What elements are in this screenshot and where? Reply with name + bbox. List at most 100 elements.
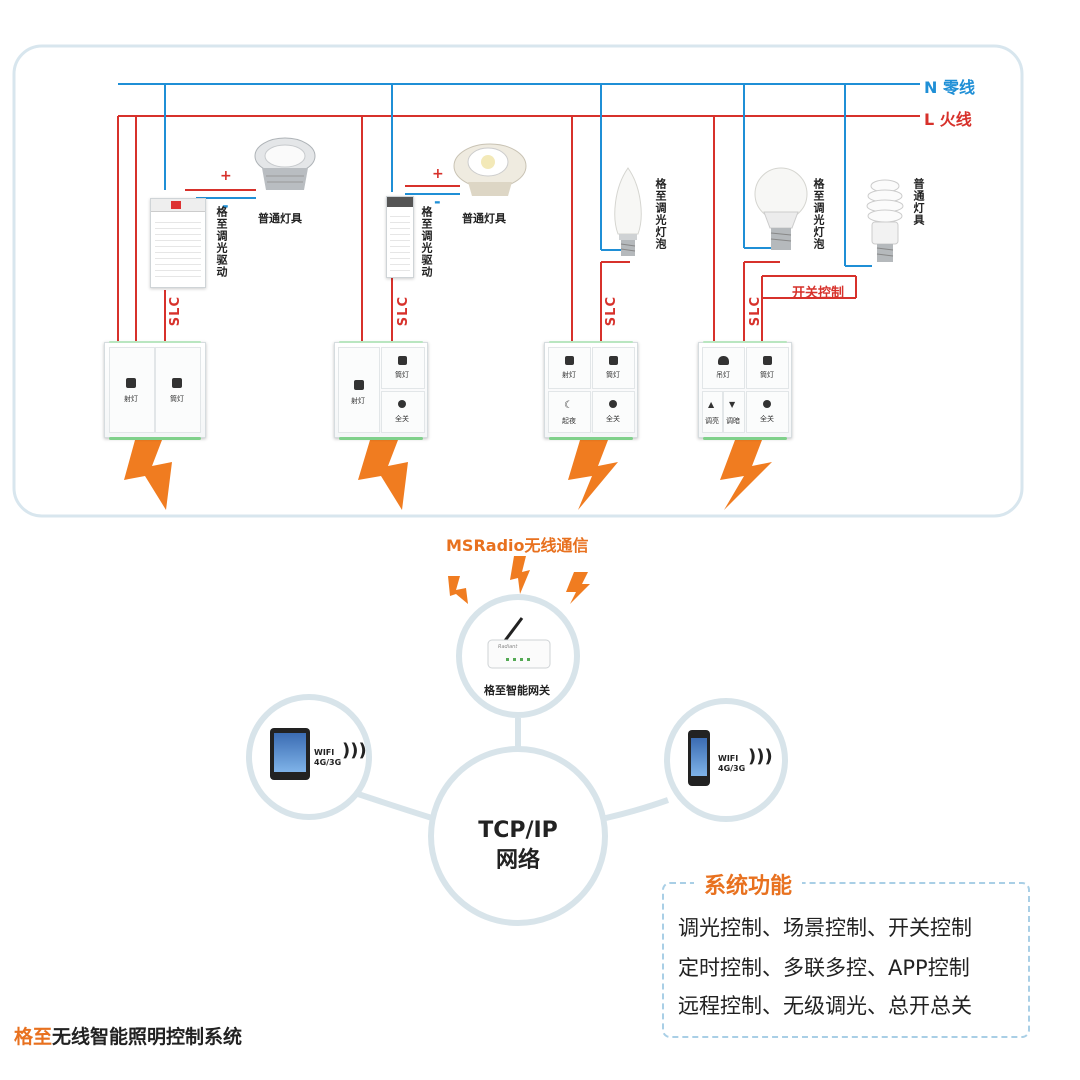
switch-control-label: 开关控制 (792, 286, 845, 301)
n-wire-label: N 零线 (924, 78, 975, 97)
panel1-key-label-2: 筒灯 (170, 395, 184, 403)
signal-bolt-1 (124, 440, 172, 510)
panel1-key-downlight[interactable]: 筒灯 (155, 347, 201, 433)
panel1-key-spotlight[interactable]: 射灯 (109, 347, 155, 433)
wifi-signal-icon: ))) (748, 746, 773, 767)
phone-wifi-label: WIFI (718, 754, 739, 763)
footer-brand: 格至 (14, 1026, 53, 1048)
slc-label-2: SLC (396, 296, 411, 327)
spotlight-label-2: 普通灯具 (462, 212, 506, 225)
gateway-device-image (487, 617, 551, 669)
panel4-key-chandelier[interactable]: 吊灯 (702, 347, 745, 389)
candle-bulb-image (614, 167, 642, 256)
signal-bolt-3 (568, 440, 618, 510)
dimming-driver-1 (150, 198, 206, 288)
radio-bolt-right (566, 572, 590, 604)
gateway-label: 格至智能网关 (484, 684, 550, 697)
slc-label-3: SLC (604, 296, 619, 327)
panel4-key-label-4: 调暗 (726, 417, 740, 425)
panel3-key-label-3: 起夜 (562, 417, 576, 425)
downlight-icon (609, 356, 618, 365)
panel4-key-label-5: 全关 (760, 415, 774, 423)
panel4-key-brighter[interactable]: ▲ 调亮 (702, 391, 723, 433)
downlight-image-1 (254, 137, 316, 190)
radio-bolt-center (510, 556, 530, 594)
panel3-key-label-1: 射灯 (562, 371, 576, 379)
minus-mark-2: - (434, 192, 441, 211)
tablet-wifi-label: WIFI (314, 748, 335, 757)
gateway-brand: Radiant (498, 644, 518, 650)
panel2-key-spotlight[interactable]: 射灯 (338, 347, 380, 433)
panel3-key-all-off[interactable]: 全关 (592, 391, 635, 433)
power-icon (609, 400, 617, 408)
moon-icon: ☾ (564, 400, 573, 411)
features-line-3: 远程控制、无级调光、总开总关 (678, 994, 972, 1018)
radio-title: MSRadio无线通信 (446, 536, 589, 555)
panel4-key-downlight[interactable]: 筒灯 (746, 347, 789, 389)
spotlight-icon (565, 356, 574, 365)
panel3-key-label-4: 全关 (606, 415, 620, 423)
gateway-circle: Radiant 格至智能网关 (456, 594, 580, 718)
phone-device-image (688, 730, 710, 786)
phone-circle: WIFI 4G/3G ))) (664, 698, 788, 822)
switch-panel-3: 射灯 筒灯 ☾ 起夜 全关 (544, 341, 638, 440)
spotlight-icon (354, 380, 364, 390)
switch-panel-1: 射灯 筒灯 (104, 341, 206, 440)
dimming-driver-2 (386, 196, 414, 278)
signal-bolt-4 (720, 440, 772, 510)
panel4-key-dimmer[interactable]: ▼ 调暗 (723, 391, 745, 433)
network-label-1: TCP/IP (478, 818, 558, 843)
footer-title-rest: 无线智能照明控制系统 (52, 1026, 243, 1048)
plus-mark-1: + (220, 168, 232, 184)
radio-bolt-left (448, 576, 468, 604)
panel2-key-all-off[interactable]: 全关 (381, 391, 425, 433)
chandelier-icon (718, 356, 729, 365)
panel1-key-label-1: 射灯 (124, 395, 138, 403)
panel3-key-night[interactable]: ☾ 起夜 (548, 391, 591, 433)
arrow-down-icon: ▼ (729, 400, 736, 409)
panel2-key-label-3: 全关 (395, 415, 409, 423)
downlight-icon (763, 356, 772, 365)
switch-panel-2: 射灯 筒灯 全关 (334, 341, 428, 440)
phone-cell-label: 4G/3G (718, 764, 746, 773)
globe-bulb-label: 格至调光灯泡 (812, 178, 825, 250)
panel4-key-label-3: 调亮 (705, 417, 719, 425)
driver-label-1: 格至调光驱动 (215, 206, 228, 278)
switch-panel-4: 吊灯 筒灯 ▲ 调亮 ▼ 调暗 全关 (698, 341, 792, 440)
cfl-bulb-image (866, 179, 904, 262)
arrow-up-icon: ▲ (708, 400, 715, 409)
driver-label-2: 格至调光驱动 (420, 206, 433, 278)
globe-bulb-image (754, 167, 808, 250)
network-circle: TCP/IP 网络 (428, 746, 608, 926)
panel3-key-spotlight[interactable]: 射灯 (548, 347, 591, 389)
panel4-key-all-off[interactable]: 全关 (746, 391, 789, 433)
panel2-key-label-1: 射灯 (351, 397, 365, 405)
features-line-1: 调光控制、场景控制、开关控制 (678, 916, 972, 940)
tablet-circle: WIFI 4G/3G ))) (246, 694, 372, 820)
footer-title: 格至无线智能照明控制系统 (14, 1022, 242, 1049)
panel2-key-label-2: 筒灯 (395, 371, 409, 379)
tablet-cell-label: 4G/3G (314, 758, 342, 767)
features-box (662, 882, 1030, 1038)
downlight-icon (172, 378, 182, 388)
slc-label-4: SLC (748, 296, 763, 327)
wifi-signal-icon: ))) (342, 740, 367, 761)
downlight-label-1: 普通灯具 (258, 212, 302, 225)
candle-bulb-label: 格至调光灯泡 (654, 178, 667, 250)
spotlight-image-2 (453, 143, 527, 196)
panel2-key-downlight[interactable]: 筒灯 (381, 347, 425, 389)
cfl-label: 普通灯具 (912, 178, 925, 226)
minus-mark-1: - (222, 196, 229, 215)
panel4-key-label-1: 吊灯 (716, 371, 730, 379)
tablet-device-image (270, 728, 310, 780)
network-label-2: 网络 (495, 848, 540, 873)
features-title: 系统功能 (694, 868, 803, 900)
panel4-key-label-2: 筒灯 (760, 371, 774, 379)
panel3-key-downlight[interactable]: 筒灯 (592, 347, 635, 389)
power-icon (398, 400, 406, 408)
slc-label-1: SLC (168, 296, 183, 327)
panel3-key-label-2: 筒灯 (606, 371, 620, 379)
power-icon (763, 400, 771, 408)
l-wire-label: L 火线 (924, 110, 972, 129)
